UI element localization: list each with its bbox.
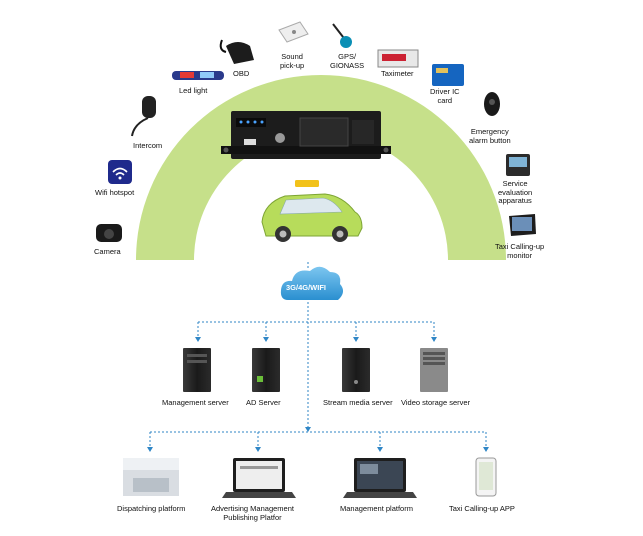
link-lines	[149, 262, 487, 448]
taxi-car-icon	[261, 180, 363, 242]
led-light-icon	[172, 71, 224, 80]
camera-label: Camera	[94, 247, 121, 256]
mobile-dvr-device	[221, 111, 391, 159]
management-platform-label: Management platform	[340, 504, 413, 513]
driver-ic-card-icon	[432, 64, 464, 86]
taxi-app-label: Taxi Calling-up APP	[449, 504, 515, 513]
sound-pickup-icon	[278, 21, 309, 43]
wifi-hotspot-icon	[108, 160, 132, 184]
stream-media-server-icon	[342, 348, 370, 392]
taximeter-label: Taximeter	[381, 69, 414, 78]
intercom-icon	[131, 96, 156, 137]
dispatching-platform-icon	[123, 458, 179, 496]
advertising-platform-laptop-icon	[222, 458, 296, 498]
service-evaluation-icon	[506, 154, 530, 176]
link-arrows	[147, 337, 489, 452]
emergency-button-icon	[484, 92, 500, 116]
gps-label: GPS/GIONASS	[330, 52, 365, 70]
intercom-label: Intercom	[133, 141, 163, 150]
led-light-label: Led light	[179, 86, 208, 95]
dispatching-platform-label: Dispatching platform	[117, 504, 186, 513]
network-label: 3G/4G/WIFI	[286, 283, 327, 292]
ad-server-icon	[252, 348, 280, 392]
management-server-label: Management server	[162, 398, 229, 407]
network-cloud-icon	[280, 266, 344, 300]
obd-label: OBD	[233, 69, 250, 78]
wifi-hotspot-label: Wifi hotspot	[95, 188, 135, 197]
taximeter-icon	[377, 49, 419, 68]
stream-media-server-label: Stream media server	[323, 398, 393, 407]
camera-icon	[96, 224, 122, 242]
gps-antenna-icon	[332, 23, 352, 48]
management-server-icon	[183, 348, 211, 392]
coverage-arc	[136, 75, 506, 260]
video-storage-server-label: Video storage server	[401, 398, 471, 407]
taxi-app-phone-icon	[475, 457, 497, 497]
taxi-monitor-icon	[509, 214, 536, 236]
video-storage-server-icon	[420, 348, 448, 392]
management-platform-laptop-icon	[343, 458, 417, 498]
ad-server-label: AD Server	[246, 398, 281, 407]
obd-connector-icon	[219, 39, 254, 64]
